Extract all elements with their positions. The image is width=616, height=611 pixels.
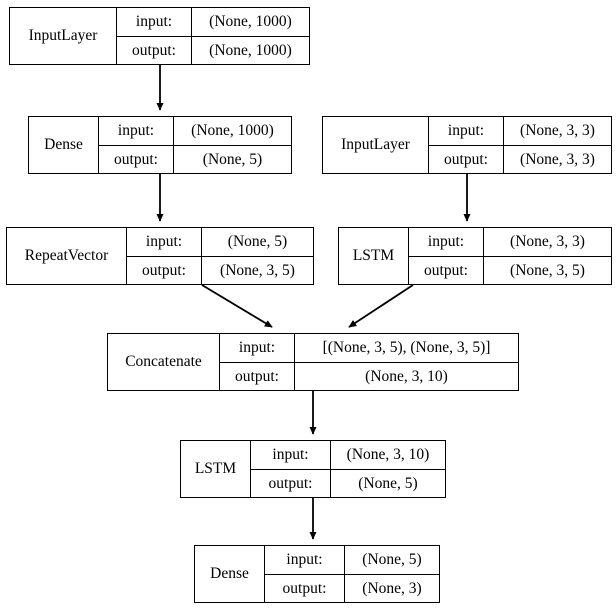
layer-input-shape: (None, 3, 3) [510, 233, 585, 250]
layer-shape-table: input: (None, 5) output: (None, 3, 5) [127, 228, 313, 284]
layer-output-key: output: [127, 256, 202, 284]
layer-output-shape: (None, 5) [202, 150, 263, 168]
layer-input-row: input: (None, 1000) [99, 117, 291, 146]
layer-input-key: input: [429, 117, 504, 145]
layer-input-row: input: (None, 1000) [117, 8, 309, 37]
layer-input-key: input: [99, 117, 174, 145]
layer-output-row: output: (None, 5) [99, 145, 291, 173]
layer-input-key: input: [251, 441, 331, 469]
layer-output-row: output: (None, 3, 5) [409, 256, 611, 284]
layer-output-row: output: (None, 5) [251, 469, 445, 497]
layer-output-shape: (None, 3) [362, 579, 422, 597]
layer-output-key: output: [99, 145, 174, 173]
layer-input-key: input: [117, 8, 192, 36]
layer-input-row: input: (None, 3, 3) [429, 117, 611, 146]
layer-input-row: input: (None, 3, 10) [251, 441, 445, 470]
layer-output-key: output: [265, 574, 345, 602]
edge-lstm1-concatenate1 [348, 284, 414, 328]
edge-repeatvector1-concatenate1 [201, 284, 273, 328]
layer-type-label: LSTM [181, 441, 251, 497]
layer-output-row: output: (None, 3, 3) [429, 145, 611, 173]
layer-type-label: Dense [29, 117, 99, 173]
layer-output-row: output: (None, 3, 10) [220, 362, 518, 390]
layer-shape-table: input: (None, 1000) output: (None, 5) [99, 117, 291, 173]
layer-input-key: input: [265, 546, 345, 574]
layer-output-key: output: [251, 469, 331, 497]
layer-output-shape: (None, 1000) [209, 41, 292, 59]
layer-type-label: RepeatVector [7, 228, 127, 284]
layer-shape-table: input: (None, 3, 3) output: (None, 3, 3) [429, 117, 611, 173]
layer-type-label: LSTM [339, 228, 409, 284]
layer-shape-table: input: (None, 3, 3) output: (None, 3, 5) [409, 228, 611, 284]
layer-input-row: input: (None, 5) [127, 228, 313, 257]
layer-input-shape: (None, 3, 10) [346, 446, 430, 463]
layer-output-shape: (None, 3, 3) [520, 150, 595, 168]
layer-output-shape: (None, 5) [358, 474, 418, 492]
layer-input-shape: (None, 5) [227, 233, 288, 250]
layer-shape-table: input: (None, 5) output: (None, 3) [265, 546, 439, 602]
layer-shape-table: input: (None, 1000) output: (None, 1000) [117, 8, 309, 64]
layer-output-key: output: [429, 145, 504, 173]
layer-input-key: input: [409, 228, 484, 256]
layer-input-row: input: [(None, 3, 5), (None, 3, 5)] [220, 334, 518, 363]
layer-output-row: output: (None, 3, 5) [127, 256, 313, 284]
layer-output-key: output: [117, 36, 192, 64]
layer-input-key: input: [220, 334, 295, 362]
layer-input-shape: (None, 1000) [191, 122, 274, 139]
layer-shape-table: input: [(None, 3, 5), (None, 3, 5)] output… [220, 334, 518, 390]
layer-output-key: output: [220, 362, 295, 390]
layer-output-key: output: [409, 256, 484, 284]
layer-output-shape: (None, 3, 5) [220, 261, 295, 279]
layer-input-shape: [(None, 3, 5), (None, 3, 5)] [322, 339, 491, 356]
layer-input-shape: (None, 5) [362, 551, 422, 568]
layer-input-shape: (None, 3, 3) [520, 122, 595, 139]
layer-input-row: input: (None, 5) [265, 546, 439, 575]
layer-output-shape: (None, 3, 5) [510, 261, 585, 279]
layer-output-row: output: (None, 1000) [117, 36, 309, 64]
layer-output-row: output: (None, 3) [265, 574, 439, 602]
layer-type-label: InputLayer [10, 8, 117, 64]
layer-output-shape: (None, 3, 10) [365, 367, 448, 385]
layer-type-label: InputLayer [323, 117, 429, 173]
layer-type-label: Concatenate [108, 334, 220, 390]
layer-input-shape: (None, 1000) [209, 13, 292, 30]
layer-shape-table: input: (None, 3, 10) output: (None, 5) [251, 441, 445, 497]
layer-type-label: Dense [195, 546, 265, 602]
layer-input-row: input: (None, 3, 3) [409, 228, 611, 257]
layer-input-key: input: [127, 228, 202, 256]
